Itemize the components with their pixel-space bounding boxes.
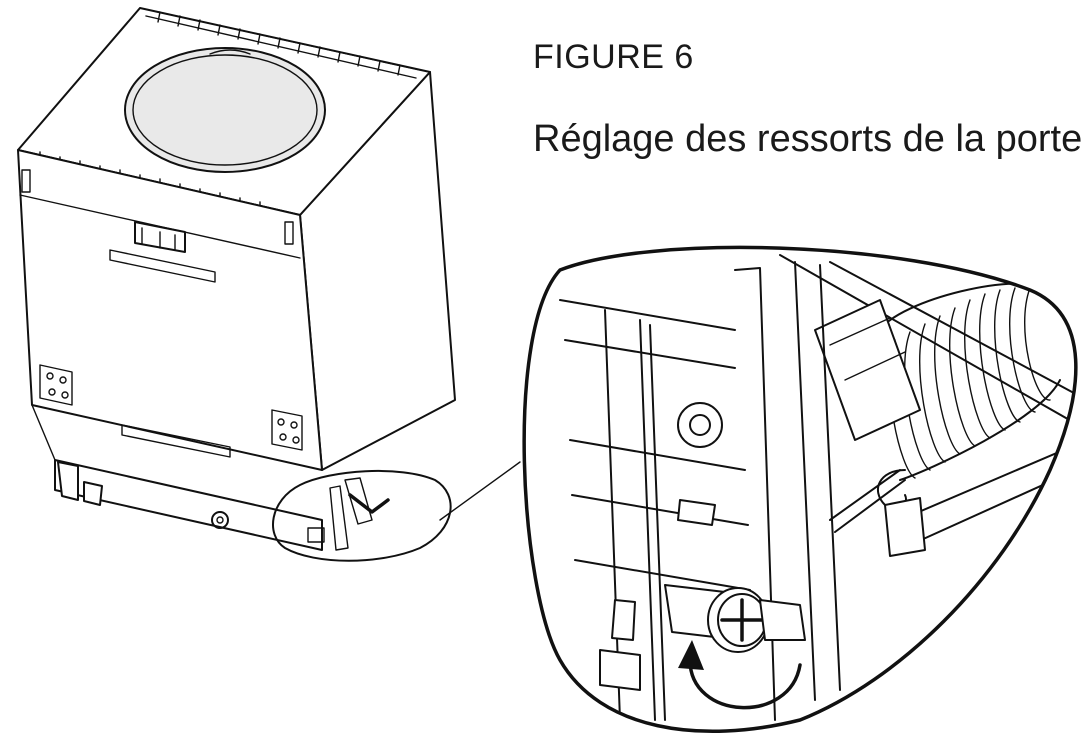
rotation-arrow-icon (678, 640, 802, 710)
adjustment-screw-icon (664, 584, 806, 653)
right-door-bracket (271, 409, 303, 451)
door-spring-closeup (522, 245, 1078, 734)
dishwasher-plinth (54, 459, 323, 551)
figure-caption: Réglage des ressorts de la porte (533, 118, 1083, 160)
upper-slot (109, 249, 216, 283)
left-door-bracket (39, 364, 73, 406)
closeup-outline (522, 245, 1078, 734)
callout-leader-line (439, 461, 521, 521)
top-circular-opening (124, 47, 326, 173)
dishwasher-door-panel (17, 149, 323, 471)
front-foot-left (57, 461, 79, 501)
figure-title: FIGURE 6 (533, 38, 694, 76)
dishwasher-icon (17, 7, 456, 551)
lower-slot (121, 424, 231, 458)
top-rail-ribs (157, 11, 401, 76)
frame-pivot (677, 402, 723, 448)
detail-callout-circle (272, 461, 521, 562)
